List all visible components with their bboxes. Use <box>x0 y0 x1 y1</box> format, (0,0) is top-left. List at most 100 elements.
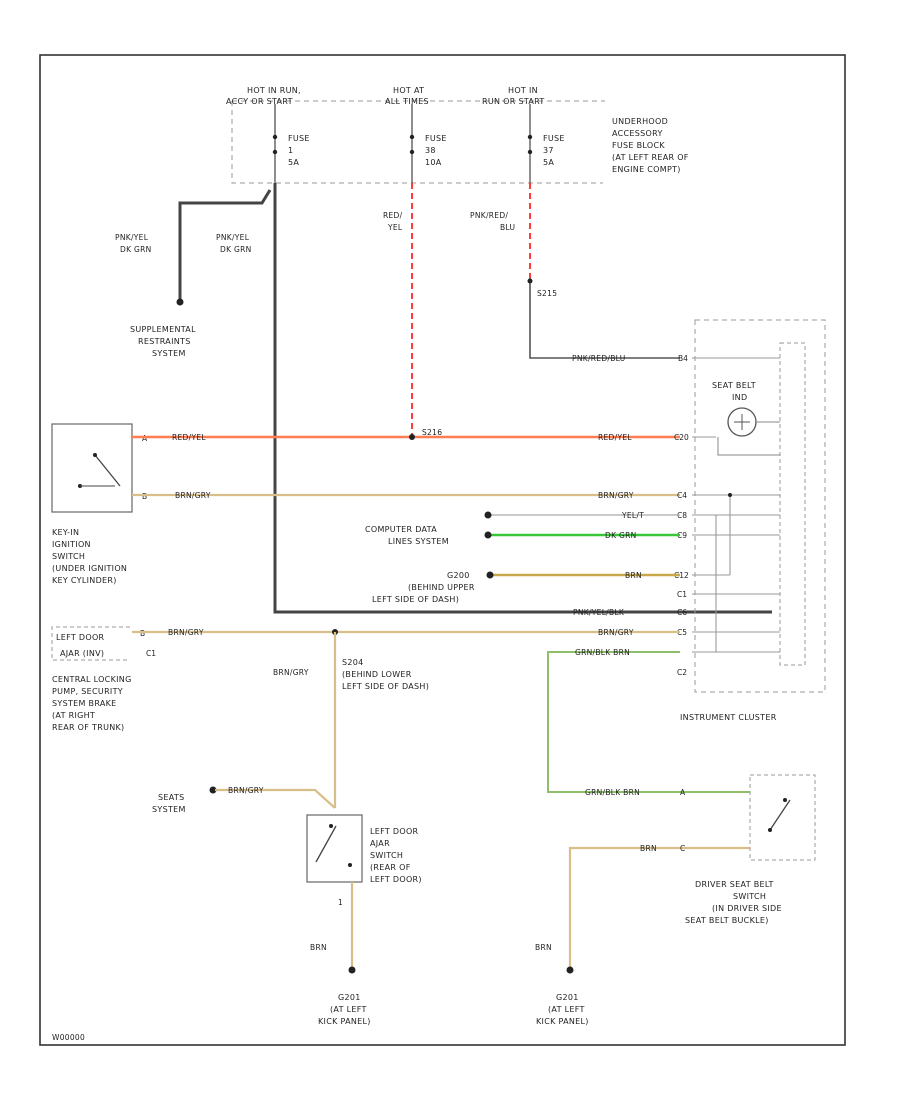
cdl-label: COMPUTER DATA LINES SYSTEM <box>365 525 449 546</box>
instrument-cluster-inner <box>779 342 806 666</box>
svg-text:(AT LEFT: (AT LEFT <box>330 1005 367 1014</box>
wire-label-brn-gry-vertical: BRN/GRY <box>273 668 309 677</box>
svg-text:LEFT DOOR: LEFT DOOR <box>370 827 419 836</box>
door-switch-contact-icon <box>315 824 352 867</box>
wire-label-blu: BLU <box>500 223 515 232</box>
wire-label-dk-grn: DK GRN <box>605 531 637 540</box>
svg-text:SEATS: SEATS <box>158 793 184 802</box>
wire-label-pnk-red: PNK/RED/ <box>470 211 508 220</box>
fuse-38-rating: 10A <box>425 158 442 167</box>
svg-text:REAR OF TRUNK): REAR OF TRUNK) <box>52 723 124 732</box>
svg-text:(IN DRIVER SIDE: (IN DRIVER SIDE <box>712 904 782 913</box>
diagram-frame <box>39 54 846 1046</box>
fuse-1-label: FUSE <box>288 134 310 143</box>
svg-text:IGNITION: IGNITION <box>52 540 91 549</box>
belt-pin-a: A <box>680 788 686 797</box>
wire-label-red-yel-left: RED/YEL <box>172 433 206 442</box>
left-door-ajar-box-label: LEFT DOOR AJAR (INV) <box>56 633 105 658</box>
svg-text:ACCESSORY: ACCESSORY <box>612 129 663 138</box>
svg-text:SYSTEM BRAKE: SYSTEM BRAKE <box>52 699 117 708</box>
wire-label-dk-grn-b: DK GRN <box>220 245 252 254</box>
seat-belt-indicator: SEAT BELT IND <box>712 381 780 456</box>
wire-pnk-yel-main <box>273 183 772 614</box>
door-pin-b: B <box>140 629 145 638</box>
left-door-switch-box <box>306 814 363 883</box>
hot-label-1: HOT IN RUN, ACCY OR START <box>226 86 301 106</box>
svg-text:(AT LEFT: (AT LEFT <box>548 1005 585 1014</box>
splice-label-s215: S215 <box>537 289 557 298</box>
svg-text:G200: G200 <box>447 571 470 580</box>
wire-label-pnk-yel-b: PNK/YEL <box>216 233 250 242</box>
svg-text:C20: C20 <box>674 433 689 442</box>
svg-text:SEAT BELT BUCKLE): SEAT BELT BUCKLE) <box>685 916 769 925</box>
svg-text:RESTRAINTS: RESTRAINTS <box>138 337 191 346</box>
door-pin-c1: C1 <box>146 649 156 658</box>
g201-right-label: G201 (AT LEFT KICK PANEL) <box>536 993 589 1026</box>
svg-text:COMPUTER DATA: COMPUTER DATA <box>365 525 437 534</box>
central-locking-label: CENTRAL LOCKING PUMP, SECURITY SYSTEM BR… <box>52 675 132 732</box>
wire-brn-gry-seats <box>215 788 336 809</box>
wire-label-brn-gry-left: BRN/GRY <box>175 491 211 500</box>
key-pin-a: A <box>142 434 148 443</box>
hot-label-3: HOT IN RUN OR START <box>482 86 544 106</box>
svg-text:G201: G201 <box>556 993 579 1002</box>
splice-label-s216: S216 <box>422 428 442 437</box>
wire-pnk-red-blu <box>529 278 680 359</box>
svg-text:C4: C4 <box>677 491 687 500</box>
wire-label-brn-ground-right: BRN <box>535 943 552 952</box>
hot-label-1-line1: HOT IN RUN, <box>247 86 301 95</box>
wire-label-brn-lower: BRN <box>640 844 657 853</box>
fuse-38-number: 38 <box>425 146 436 155</box>
svg-text:LEFT DOOR: LEFT DOOR <box>56 633 105 642</box>
svg-text:AJAR (INV): AJAR (INV) <box>60 649 104 658</box>
s204-label: S204 (BEHIND LOWER LEFT SIDE OF DASH) <box>342 658 429 691</box>
svg-text:PUMP, SECURITY: PUMP, SECURITY <box>52 687 123 696</box>
fuse-37: FUSE 37 5A <box>527 104 565 183</box>
fuse-37-label: FUSE <box>543 134 565 143</box>
wire-label-pnk-yel-a: PNK/YEL <box>115 233 149 242</box>
svg-text:(AT LEFT REAR OF: (AT LEFT REAR OF <box>612 153 689 162</box>
wire-label-brn-gry-right: BRN/GRY <box>598 491 634 500</box>
diagram-code: W00000 <box>52 1033 85 1042</box>
svg-text:(BEHIND UPPER: (BEHIND UPPER <box>408 583 475 592</box>
wire-grn-blk-brn <box>547 651 750 793</box>
driver-belt-switch-box <box>749 774 816 861</box>
cluster-pins: B4 C20 C4 C8 C9 C12 C1 C6 C5 C2 <box>674 354 689 677</box>
g200-terminal <box>486 571 494 579</box>
svg-text:(UNDER IGNITION: (UNDER IGNITION <box>52 564 127 573</box>
fuse-block-outline <box>231 101 603 184</box>
cdl-terminal-2 <box>484 531 492 539</box>
wire-label-yel-t: YEL/T <box>621 511 644 520</box>
key-switch-label: KEY-IN IGNITION SWITCH (UNDER IGNITION K… <box>52 528 127 585</box>
svg-text:SYSTEM: SYSTEM <box>152 349 186 358</box>
fuse-37-number: 37 <box>543 146 554 155</box>
svg-text:SWITCH: SWITCH <box>733 892 766 901</box>
fuse-1-rating: 5A <box>288 158 299 167</box>
belt-pin-c: C <box>680 844 685 853</box>
belt-switch-contact-icon <box>768 798 791 832</box>
svg-text:DRIVER SEAT BELT: DRIVER SEAT BELT <box>695 880 774 889</box>
wire-label-red-yel-right: RED/YEL <box>598 433 632 442</box>
fuse-1-number: 1 <box>288 146 293 155</box>
svg-text:(BEHIND LOWER: (BEHIND LOWER <box>342 670 412 679</box>
svg-text:LEFT SIDE OF DASH): LEFT SIDE OF DASH) <box>342 682 429 691</box>
svg-text:C9: C9 <box>677 531 687 540</box>
srs-terminal <box>176 298 184 306</box>
svg-text:C2: C2 <box>677 668 687 677</box>
g201-right-terminal <box>566 966 574 974</box>
svg-text:CENTRAL LOCKING: CENTRAL LOCKING <box>52 675 132 684</box>
key-switch-contact-icon <box>78 453 121 488</box>
svg-text:SWITCH: SWITCH <box>370 851 403 860</box>
wire-label-brn: BRN <box>625 571 642 580</box>
fuse-1: FUSE 1 5A <box>272 104 310 183</box>
svg-text:KICK PANEL): KICK PANEL) <box>318 1017 371 1026</box>
wire-label-pnk-red-blu-right: PNK/RED/BLU <box>572 354 626 363</box>
wire-pnk-yel-srs <box>178 189 272 300</box>
svg-text:KICK PANEL): KICK PANEL) <box>536 1017 589 1026</box>
svg-text:AJAR: AJAR <box>370 839 390 848</box>
svg-text:FUSE BLOCK: FUSE BLOCK <box>612 141 665 150</box>
svg-text:SUPPLEMENTAL: SUPPLEMENTAL <box>130 325 196 334</box>
svg-text:C5: C5 <box>677 628 687 637</box>
wire-label-brn-gry-right2: BRN/GRY <box>598 628 634 637</box>
wire-label-brn-ground-left: BRN <box>310 943 327 952</box>
